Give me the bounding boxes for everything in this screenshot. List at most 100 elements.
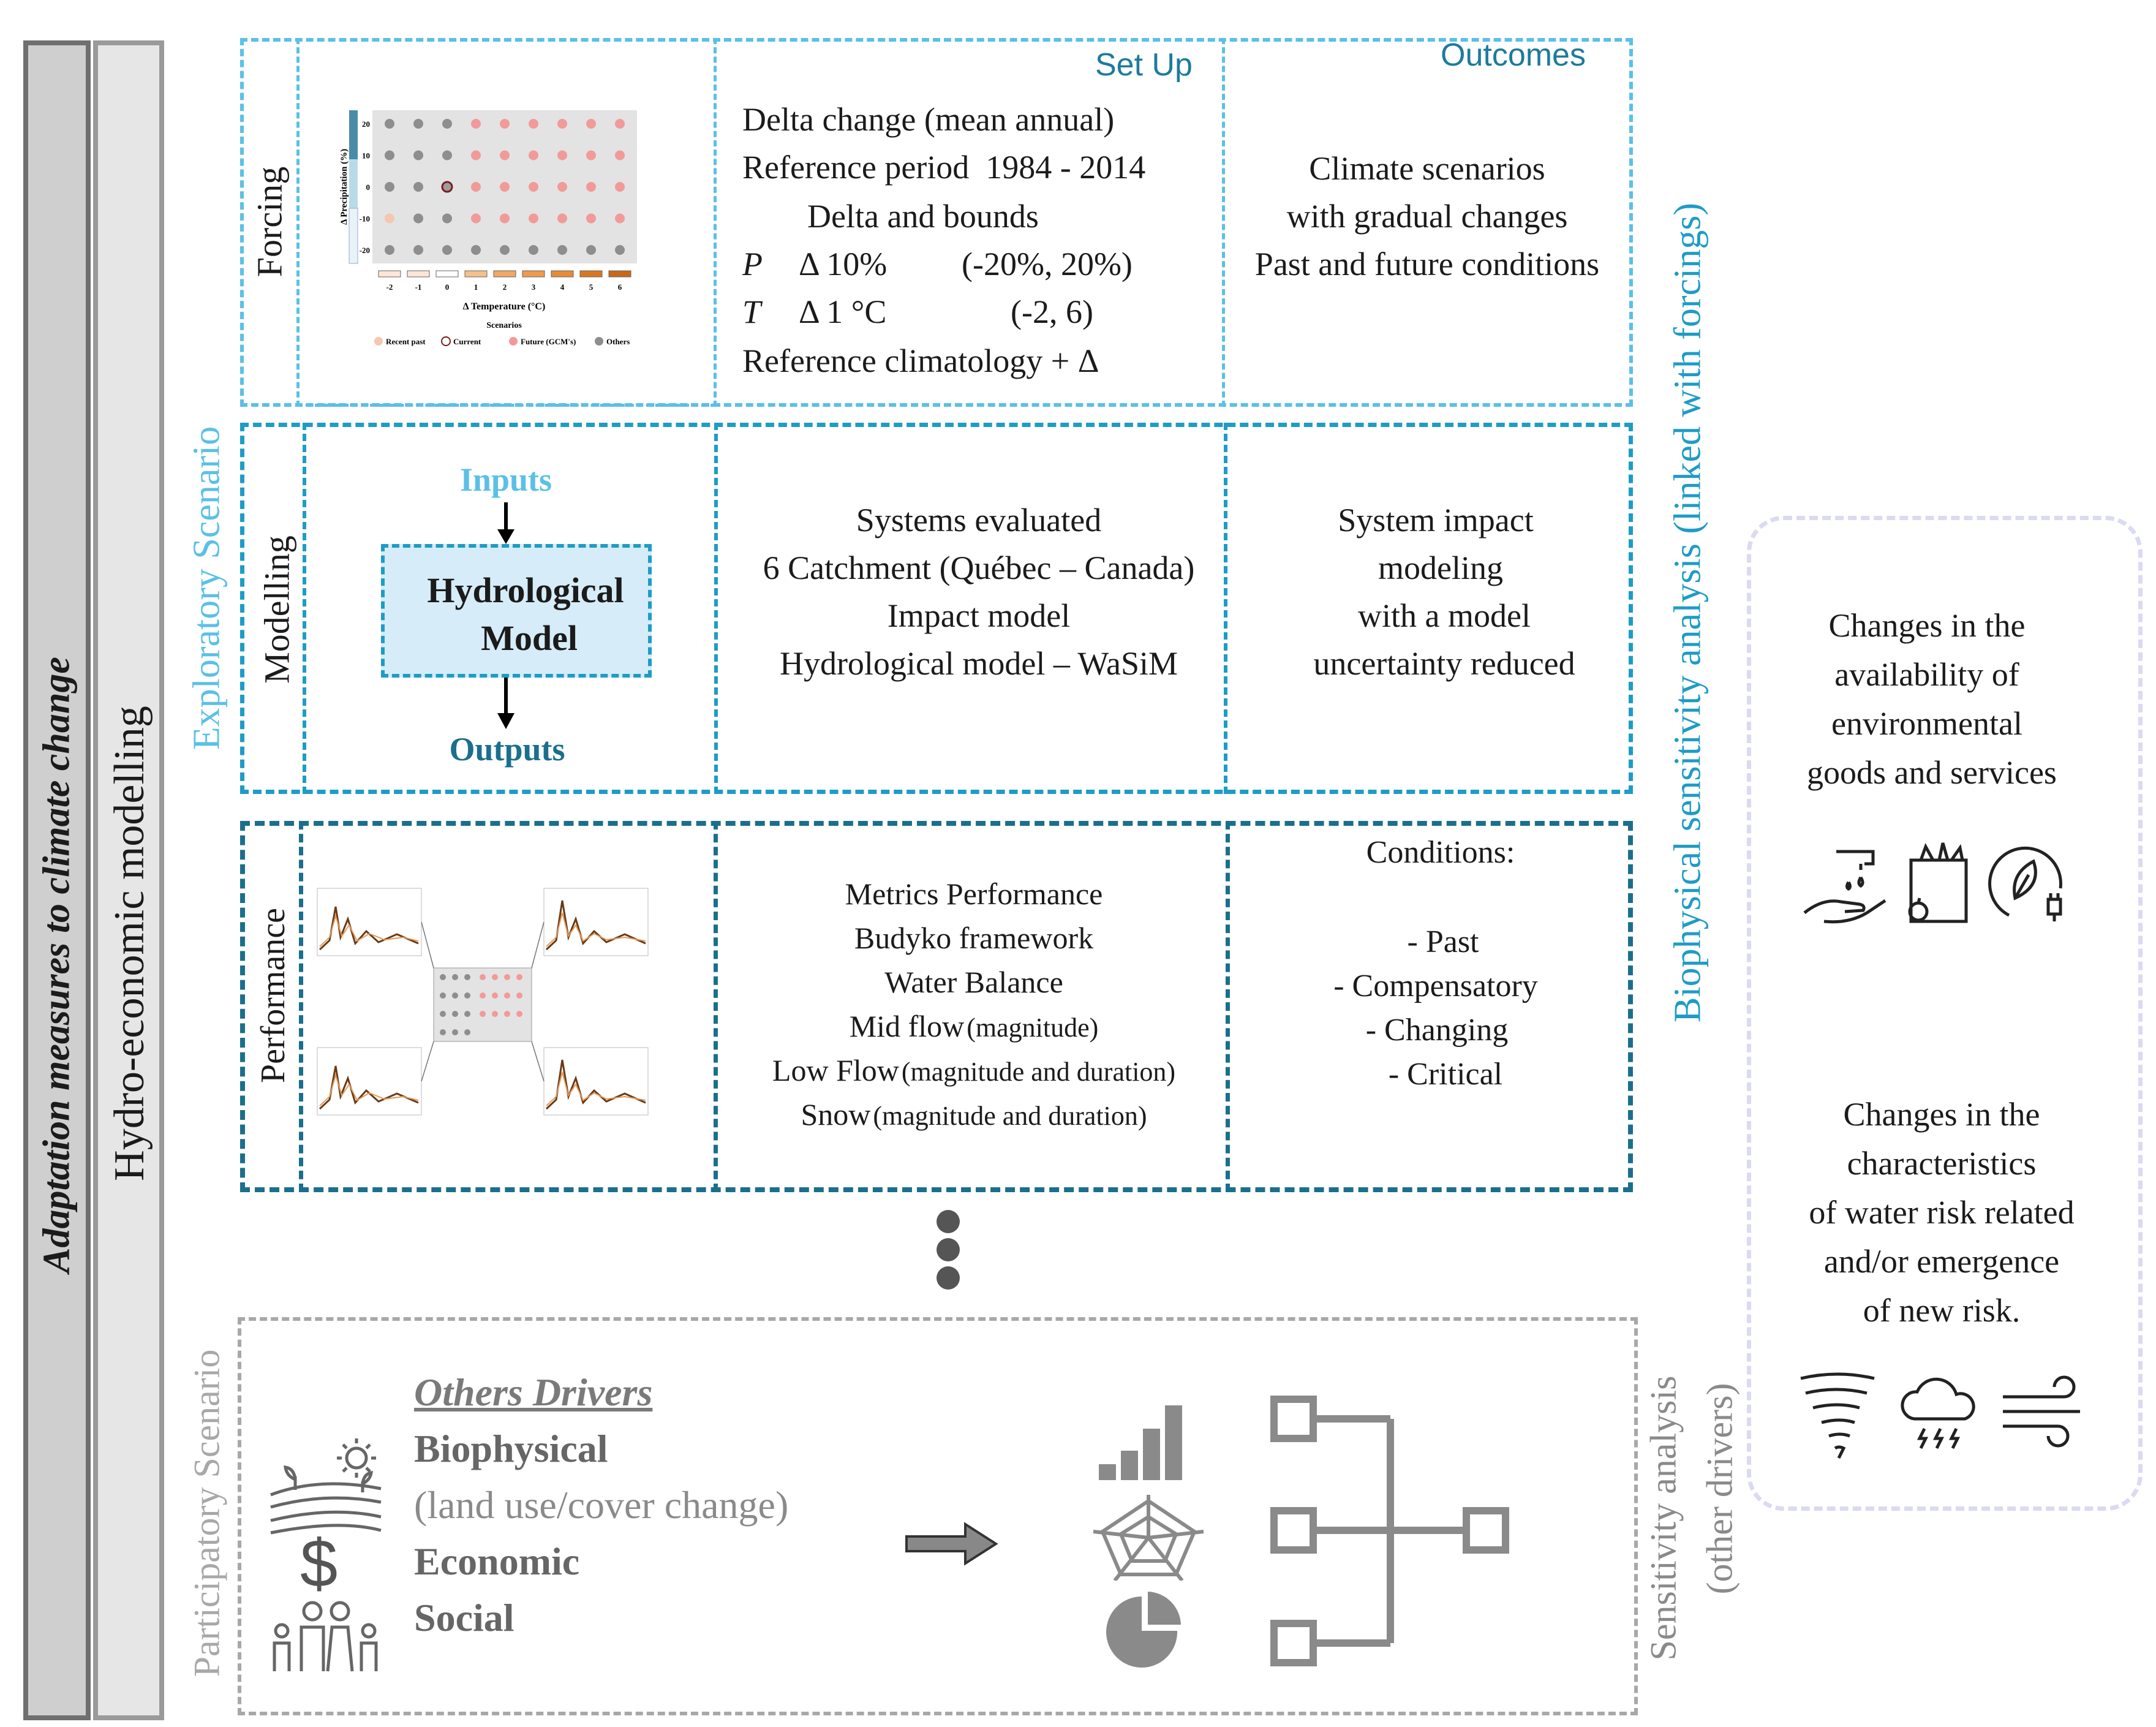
outcomes-header: Outcomes [1441,37,1586,73]
ref-climatology-text: Reference climatology + Δ [742,342,1099,379]
t-delta: Δ 1 °C [799,293,887,330]
dollar-icon: $ [300,1526,338,1601]
low-flow: Low Flow (magnitude and duration) [772,1052,1175,1088]
legend-swatch [509,337,518,346]
sensitivity-other-label-1: Sensitivity analysis [1643,1375,1684,1661]
scenario-dot [500,245,510,255]
scenario-dot [615,213,625,224]
snow-small: (magnitude and duration) [873,1101,1147,1131]
condition-critical: - Critical [1388,1057,1503,1092]
p-bounds: (-20%, 20%) [962,246,1133,282]
impact2-line1: Changes in the [1843,1096,2040,1133]
delta-bounds-text: Delta and bounds [807,198,1039,235]
scenario-dot [471,182,481,192]
forcing-label: Forcing [249,166,290,278]
scenario-dot [557,182,567,192]
eco-leaf-icon [1988,846,2062,921]
scenario-dot [471,245,481,255]
grocery-bag-icon [1908,842,1968,923]
x-tick-label: 3 [532,282,536,292]
others-drivers-title: Others Drivers [414,1370,653,1414]
forcing-outcome-2: with gradual changes [1286,198,1568,235]
tournament-diagram-icon [1270,1396,1509,1666]
scenarios-title: Scenarios [486,321,522,330]
mid-flow-small: (magnitude) [967,1013,1099,1043]
legend-swatch [595,337,603,346]
conditions-title: Conditions: [1366,835,1515,870]
exploratory-scenario-label: Exploratory Scenario [186,426,228,750]
hydro-economic-label: Hydro-economic modelling [106,706,153,1181]
y-tick-label: 0 [366,183,371,192]
sensitivity-other-label-2: (other drivers) [1699,1383,1740,1595]
scenario-dot [441,181,453,193]
mid-flow-main: Mid flow [849,1009,965,1043]
forcing-outcome-1: Climate scenarios [1309,150,1545,187]
scenario-dot [500,150,510,161]
p-symbol: P [742,246,763,282]
family-icon [273,1601,378,1672]
condition-changing: - Changing [1365,1013,1509,1048]
hydro-economic-bar [93,40,164,1720]
participatory-scenario-label: Participatory Scenario [186,1349,227,1677]
x-tick-label: 6 [618,282,622,292]
y-tick-label: -20 [360,246,370,255]
impact2-line2: characteristics [1847,1145,2037,1182]
scenario-dot [471,119,481,129]
condition-past: - Past [1407,924,1479,959]
impact2-line4: and/or emergence [1823,1243,2060,1280]
low-flow-small: (magnitude and duration) [901,1057,1176,1087]
scenario-dot [615,182,625,192]
modelling-setup-3: Impact model [887,597,1071,634]
mid-flow: Mid flow (magnitude) [850,1008,1099,1044]
landscape-sun-icon [270,1438,382,1535]
scenario-dot [557,150,567,161]
temp-bin-swatch [464,270,488,278]
scenario-dot [413,245,423,255]
performance-label: Performance [254,907,292,1084]
metrics-performance: Metrics Performance [845,877,1103,911]
y-tick-label: 20 [362,119,370,129]
land-use-driver: (land use/cover change) [414,1483,789,1527]
participatory-box [238,1317,1638,1715]
scenario-dot [413,119,423,129]
right-arrow-icon [905,1522,998,1566]
legend-swatch [374,337,383,346]
snow-main: Snow [801,1097,871,1132]
scenario-dot [557,213,567,224]
pie-chart-icon [1106,1592,1181,1668]
modelling-label: Modelling [257,535,297,684]
scenario-dot [500,182,510,192]
legend-label: Current [453,337,481,346]
hydrological-model-line2: Model [481,618,578,658]
t-bounds: (-2, 6) [1011,293,1093,330]
snow: Snow (magnitude and duration) [801,1097,1147,1132]
condition-compensatory: - Compensatory [1333,969,1538,1003]
scenario-dot [413,213,423,224]
temp-bin-swatch [407,270,430,278]
temp-axis-label: Δ Temperature (°C) [463,301,546,312]
scenario-dot [442,245,452,255]
scenario-dot [442,119,452,129]
delta-change-text: Delta change (mean annual) [742,101,1115,138]
adaptation-label: Adaptation measures to climate change [36,657,78,1273]
temp-bin-swatch [493,270,516,278]
low-flow-main: Low Flow [772,1053,899,1087]
scenario-dot [557,119,567,129]
outputs-arrow [497,678,514,729]
water-balance: Water Balance [884,965,1063,999]
setup-header: Set Up [1095,47,1193,83]
impact1-line3: environmental [1831,705,2022,742]
modelling-setup-1: Systems evaluated [856,502,1102,539]
x-tick-label: 1 [474,282,478,292]
x-tick-label: -2 [386,282,393,292]
social-driver: Social [414,1596,514,1639]
temp-bin-swatch [522,270,545,278]
forcing-row [240,38,1633,407]
scenario-dot [413,150,423,161]
scenario-dot [385,213,394,224]
modelling-outcome-4: uncertainty reduced [1313,645,1575,682]
modelling-setup-cell [717,423,1227,794]
modelling-outcome-3: with a model [1358,597,1531,634]
scenario-dot [529,245,538,255]
